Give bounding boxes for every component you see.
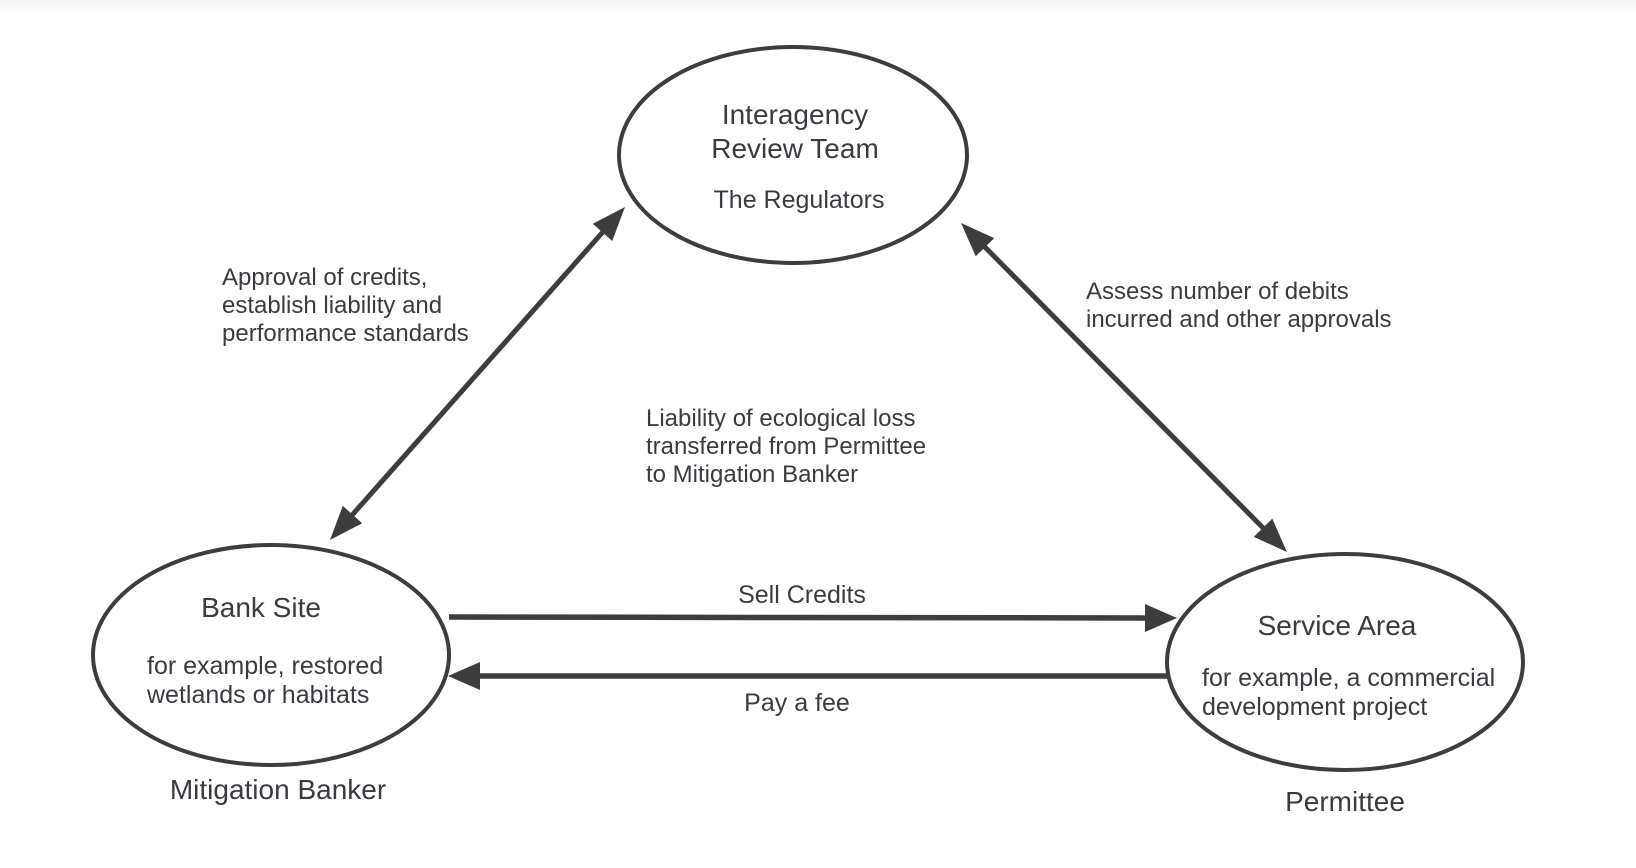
sell-credits-label: Sell Credits	[738, 581, 866, 609]
bank-review-edge-label: Approval of credits, establish liability…	[222, 264, 469, 347]
service-area-subtitle: for example, a commercial development pr…	[1202, 664, 1496, 721]
bank-review-arrow	[330, 207, 625, 540]
page-top-fade	[0, 0, 1636, 14]
bank-site-role-label: Mitigation Banker	[169, 774, 387, 805]
pay-fee-arrow	[448, 662, 1168, 690]
bank-site-subtitle: for example, restored wetlands or habita…	[147, 652, 384, 709]
pay-fee-label: Pay a fee	[744, 689, 850, 717]
service-review-arrow	[961, 223, 1287, 552]
review-team-ellipse	[617, 45, 969, 265]
review-team-title: Interagency Review Team	[711, 99, 879, 164]
review-team-subtitle: The Regulators	[713, 186, 885, 214]
center-note-label: Liability of ecological loss transferred…	[646, 405, 927, 488]
service-area-title: Service Area	[1257, 610, 1417, 641]
service-review-edge-label: Assess number of debits incurred and oth…	[1086, 278, 1392, 333]
service-area-ellipse	[1165, 552, 1525, 772]
bank-site-title: Bank Site	[201, 592, 321, 623]
sell-credits-arrow	[448, 604, 1177, 632]
service-area-role-label: Permittee	[1285, 786, 1405, 817]
bank-site-ellipse	[91, 543, 451, 767]
